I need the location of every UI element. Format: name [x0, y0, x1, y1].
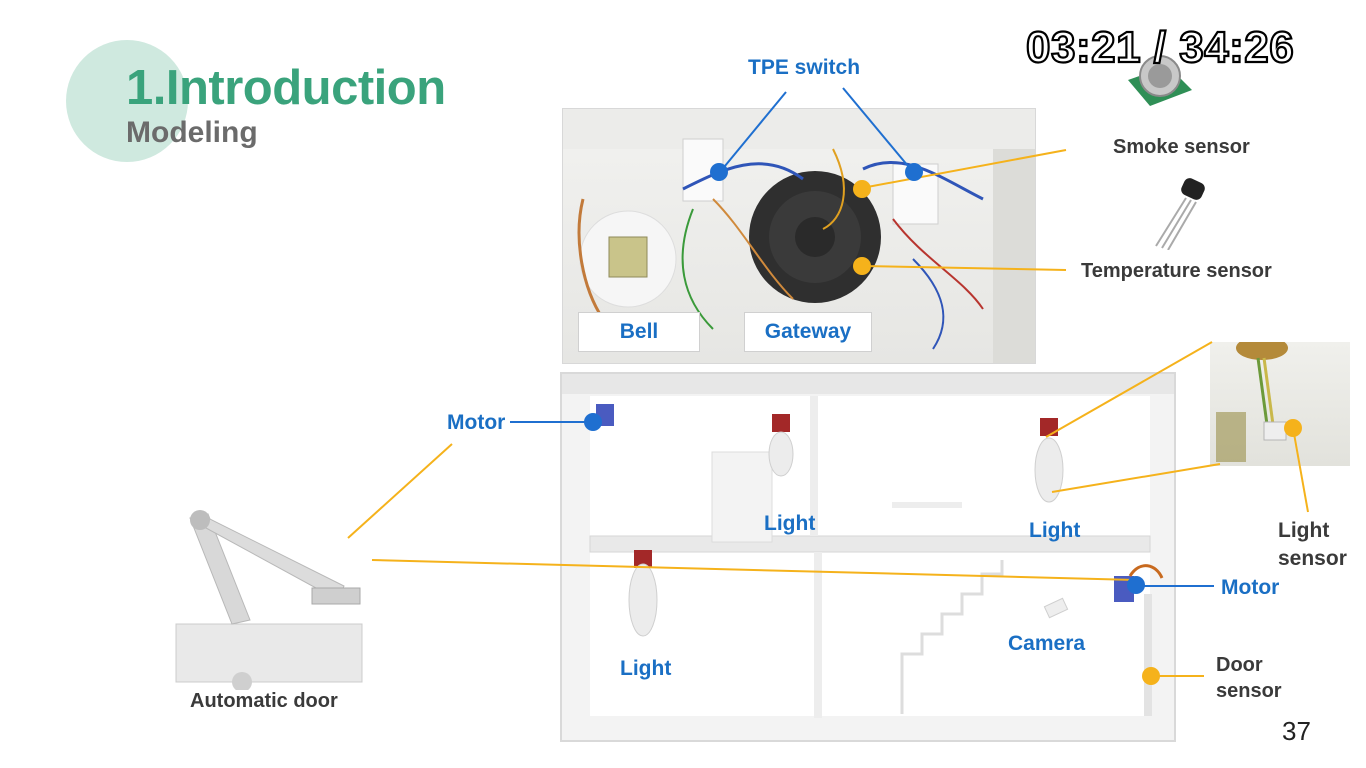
motor-top-marker: [584, 413, 602, 431]
light-sensor-label: Light sensor: [1278, 517, 1347, 573]
tpe-switch-marker-left: [710, 163, 728, 181]
page-number: 37: [1282, 716, 1311, 746]
light-sensor-label-line2: sensor: [1278, 547, 1347, 570]
door-sensor-label: Door sensor: [1216, 652, 1282, 704]
light-label-lower: Light: [620, 657, 672, 680]
light-label-upper-left: Light: [764, 512, 816, 535]
light-label-upper-right: Light: [1029, 519, 1081, 542]
motor-top-label: Motor: [447, 411, 506, 434]
temperature-sensor-marker: [853, 257, 871, 275]
slide-title: 1.Introduction: [126, 61, 446, 115]
automatic-door-image: [175, 510, 363, 690]
tpe-switch-marker-right: [905, 163, 923, 181]
light-sensor-label-line1: Light: [1278, 519, 1330, 542]
automatic-door-label: Automatic door: [190, 690, 338, 712]
smoke-sensor-image: [1128, 55, 1192, 106]
gateway-board-illustration: [563, 109, 1035, 363]
smoke-sensor-label: Smoke sensor: [1113, 136, 1250, 158]
smoke-sensor-marker: [853, 180, 871, 198]
title-decoration-circle: [66, 40, 188, 162]
gateway-label: Gateway: [764, 320, 852, 343]
house-model-illustration: [562, 374, 1174, 718]
light-sensor-photo: [1210, 336, 1350, 466]
video-timestamp: 03:21 / 34:26: [1025, 22, 1295, 73]
gateway-label-box: Gateway: [744, 312, 872, 352]
temperature-sensor-image: [1155, 178, 1205, 250]
tpe-switch-label: TPE switch: [748, 56, 861, 79]
door-sensor-label-line2: sensor: [1216, 680, 1282, 702]
bell-label-box: Bell: [578, 312, 700, 352]
motor-right-label: Motor: [1221, 576, 1280, 599]
motor-right-marker: [1127, 576, 1145, 594]
slide-subtitle: Modeling: [126, 116, 258, 149]
light-sensor-marker: [1284, 419, 1302, 437]
temperature-sensor-label: Temperature sensor: [1081, 260, 1272, 282]
bell-label: Bell: [619, 320, 659, 343]
house-model-photo: [560, 372, 1176, 742]
door-sensor-label-line1: Door: [1216, 654, 1263, 676]
door-sensor-marker: [1142, 667, 1160, 685]
camera-label: Camera: [1008, 632, 1086, 655]
